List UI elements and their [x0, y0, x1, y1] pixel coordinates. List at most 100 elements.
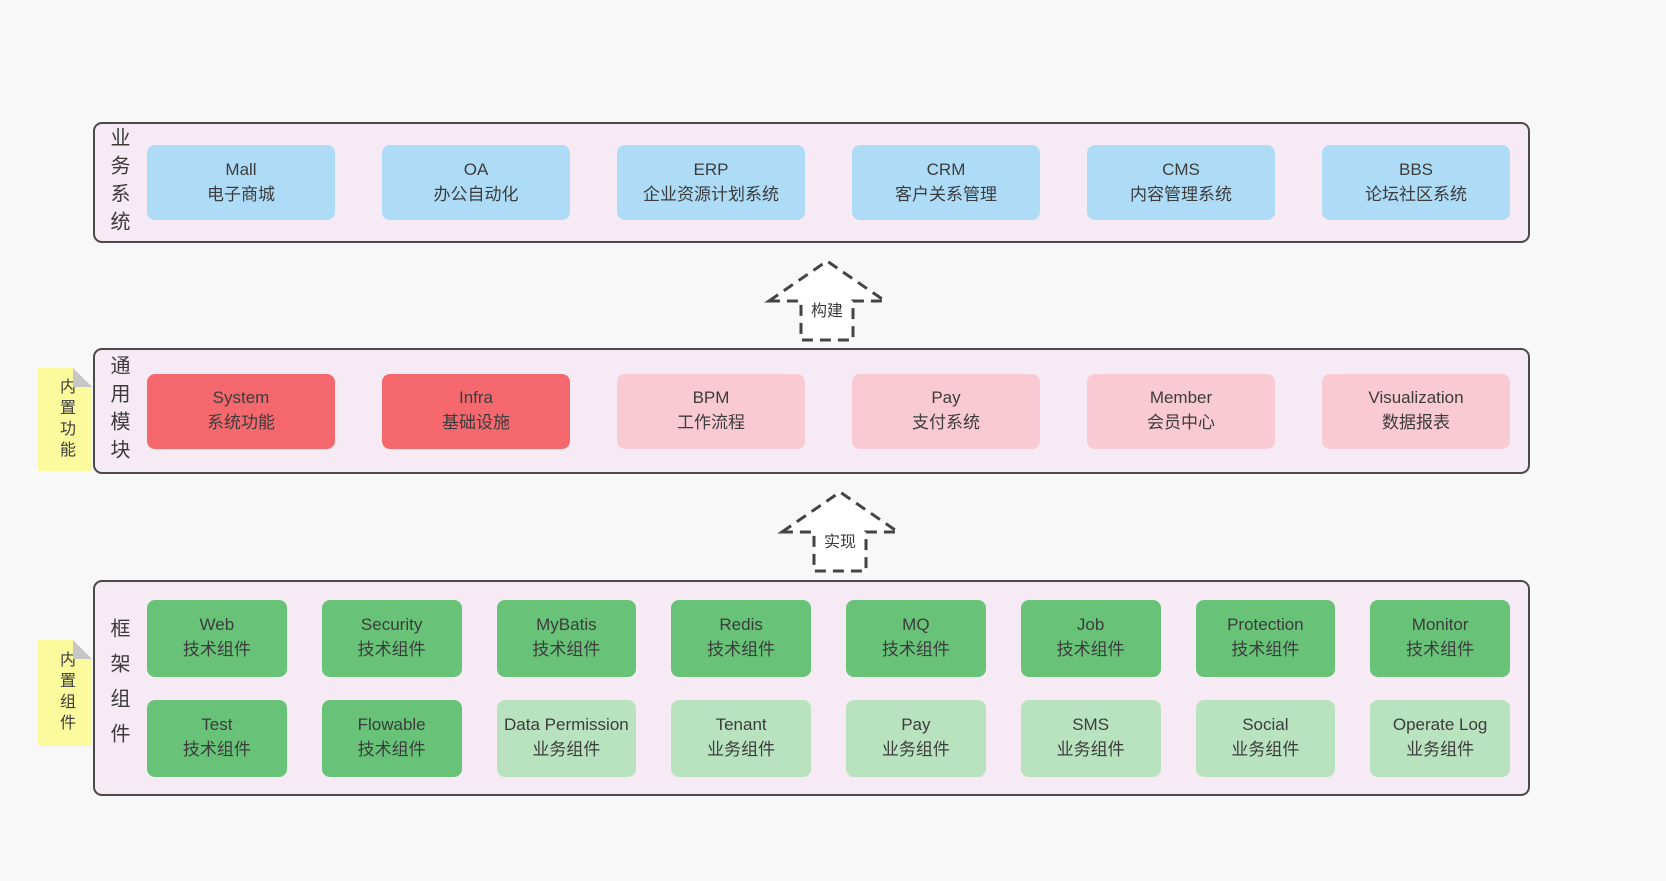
box-pay: Pay 支付系统 — [852, 373, 1040, 449]
box-flowable: Flowable 技术组件 — [321, 699, 462, 777]
box-mybatis: MyBatis 技术组件 — [496, 599, 637, 677]
layer-rows: Web 技术组件 Security 技术组件 MyBatis 技术组件 Redi… — [147, 582, 1510, 794]
box-subtitle: 办公自动化 — [433, 184, 519, 204]
box-sms: SMS 业务组件 — [1020, 699, 1161, 777]
box-subtitle: 技术组件 — [881, 640, 950, 659]
box-name: CRM — [926, 159, 966, 179]
box-system: System 系统功能 — [147, 373, 335, 449]
box-name: MQ — [902, 615, 930, 635]
box-name: System — [212, 388, 270, 408]
fold-corner-icon — [73, 640, 92, 659]
box-subtitle: 技术组件 — [357, 740, 426, 759]
box-bpm: BPM 工作流程 — [617, 373, 805, 449]
arrow-label: 实现 — [821, 528, 859, 552]
box-mall: Mall 电子商城 — [147, 145, 335, 220]
layer-framework-components: 框架组件 Web 技术组件 Security 技术组件 MyBatis 技术组件… — [93, 580, 1530, 796]
layer-title: 框架组件 — [107, 618, 129, 758]
box-name: Pay — [931, 388, 961, 408]
box-row: System 系统功能 Infra 基础设施 BPM 工作流程 Pay 支付系统… — [147, 373, 1510, 449]
box-test: Test 技术组件 — [147, 699, 287, 777]
box-subtitle: 会员中心 — [1147, 413, 1215, 432]
layer-rows: Mall 电子商城 OA 办公自动化 ERP 企业资源计划系统 CRM 客户关系… — [147, 124, 1510, 241]
box-name: Infra — [458, 388, 494, 408]
box-name: Job — [1076, 615, 1105, 635]
box-oa: OA 办公自动化 — [382, 145, 570, 220]
box-subtitle: 工作流程 — [677, 413, 745, 432]
box-name: ERP — [693, 159, 729, 179]
sticky-note-built-in-components: 内置组件 — [38, 640, 92, 746]
box-subtitle: 业务组件 — [1056, 740, 1125, 759]
box-infra: Infra 基础设施 — [382, 373, 570, 449]
box-subtitle: 技术组件 — [1056, 640, 1125, 659]
box-protection: Protection 技术组件 — [1195, 599, 1336, 677]
box-name: Data Permission — [504, 715, 629, 735]
box-subtitle: 业务组件 — [1231, 740, 1300, 759]
arrow-build: 构建 — [757, 257, 897, 343]
box-subtitle: 技术组件 — [182, 640, 251, 659]
sticky-note-label: 内置功能 — [57, 377, 74, 462]
box-redis: Redis 技术组件 — [671, 599, 811, 677]
box-subtitle: 技术组件 — [357, 640, 426, 659]
box-name: Test — [201, 715, 233, 735]
box-subtitle: 业务组件 — [881, 740, 950, 759]
box-name: SMS — [1072, 715, 1110, 735]
box-erp: ERP 企业资源计划系统 — [617, 145, 805, 220]
box-security: Security 技术组件 — [321, 599, 462, 677]
box-name: Member — [1149, 388, 1213, 408]
box-subtitle: 数据报表 — [1382, 413, 1450, 432]
box-subtitle: 电子商城 — [207, 184, 275, 204]
box-name: Pay — [901, 715, 931, 735]
layer-title: 业务系统 — [107, 126, 129, 239]
box-name: Web — [199, 615, 235, 635]
box-tenant: Tenant 业务组件 — [671, 699, 811, 777]
box-name: Protection — [1227, 615, 1304, 635]
box-name: Flowable — [357, 715, 426, 735]
layer-common-modules: 通用模块 System 系统功能 Infra 基础设施 BPM 工作流程 Pay… — [93, 348, 1530, 474]
box-row: Mall 电子商城 OA 办公自动化 ERP 企业资源计划系统 CRM 客户关系… — [147, 145, 1510, 220]
sticky-note-label: 内置组件 — [57, 651, 74, 735]
box-name: BBS — [1398, 159, 1434, 179]
box-name: OA — [463, 159, 489, 179]
box-subtitle: 技术组件 — [182, 740, 251, 759]
box-subtitle: 客户关系管理 — [895, 184, 997, 204]
box-name: Monitor — [1411, 615, 1469, 635]
box-subtitle: 业务组件 — [1406, 740, 1475, 759]
box-row: Test 技术组件 Flowable 技术组件 Data Permission … — [147, 699, 1510, 777]
box-job: Job 技术组件 — [1020, 599, 1161, 677]
box-pay-business: Pay 业务组件 — [846, 699, 986, 777]
box-subtitle: 技术组件 — [1231, 640, 1300, 659]
box-subtitle: 业务组件 — [707, 740, 776, 759]
box-bbs: BBS 论坛社区系统 — [1322, 145, 1510, 220]
box-subtitle: 技术组件 — [1406, 640, 1475, 659]
box-name: Tenant — [715, 715, 767, 735]
box-name: Security — [360, 615, 423, 635]
arrow-implement: 实现 — [770, 488, 910, 574]
box-name: Visualization — [1368, 388, 1464, 408]
box-name: MyBatis — [536, 615, 597, 635]
layer-business-systems: 业务系统 Mall 电子商城 OA 办公自动化 ERP 企业资源计划系统 CRM… — [93, 122, 1530, 243]
box-subtitle: 技术组件 — [707, 640, 776, 659]
fold-corner-icon — [73, 368, 92, 387]
layer-rows: System 系统功能 Infra 基础设施 BPM 工作流程 Pay 支付系统… — [147, 350, 1510, 472]
box-monitor: Monitor 技术组件 — [1370, 599, 1510, 677]
box-operate-log: Operate Log 业务组件 — [1370, 699, 1510, 777]
box-cms: CMS 内容管理系统 — [1087, 145, 1275, 220]
box-subtitle: 企业资源计划系统 — [643, 184, 779, 204]
box-name: Operate Log — [1392, 715, 1488, 735]
box-subtitle: 内容管理系统 — [1130, 184, 1232, 204]
box-subtitle: 基础设施 — [442, 413, 510, 432]
box-row: Web 技术组件 Security 技术组件 MyBatis 技术组件 Redi… — [147, 599, 1510, 677]
box-subtitle: 业务组件 — [532, 740, 601, 759]
box-mq: MQ 技术组件 — [846, 599, 986, 677]
box-name: Mall — [225, 159, 257, 179]
box-social: Social 业务组件 — [1195, 699, 1336, 777]
box-subtitle: 技术组件 — [532, 640, 601, 659]
box-name: CMS — [1162, 159, 1200, 179]
sticky-note-built-in-features: 内置功能 — [38, 368, 92, 471]
box-data-permission: Data Permission 业务组件 — [496, 699, 637, 777]
box-name: BPM — [692, 388, 730, 408]
box-web: Web 技术组件 — [147, 599, 287, 677]
box-name: Redis — [719, 615, 763, 635]
box-name: Social — [1242, 715, 1289, 735]
box-subtitle: 支付系统 — [912, 413, 980, 432]
